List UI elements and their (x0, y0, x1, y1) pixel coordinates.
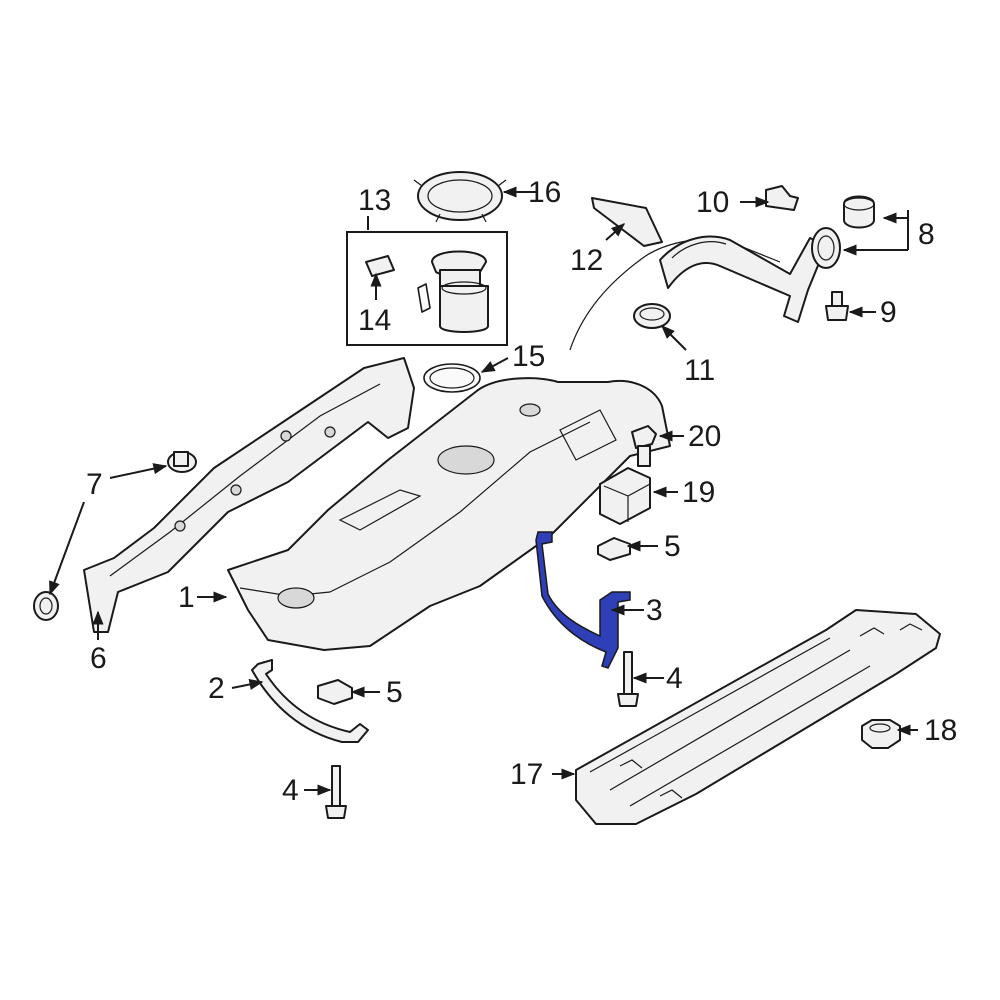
leader-lines (49, 186, 918, 796)
strap-bolt-right-part[interactable] (617, 651, 639, 707)
fuel-pump-module-part[interactable] (417, 250, 489, 333)
clip-nut-lower-part[interactable] (317, 679, 353, 705)
callout-4-right: 4 (666, 662, 683, 695)
filler-housing-part[interactable] (843, 195, 875, 229)
fuel-level-sensor-part[interactable] (365, 255, 395, 277)
callout-10: 10 (696, 186, 729, 219)
push-pin-lower-part[interactable] (33, 591, 59, 621)
callout-15: 15 (512, 340, 545, 373)
filler-pipe-part[interactable] (659, 235, 827, 323)
callout-19: 19 (682, 476, 715, 509)
control-module-part[interactable] (599, 467, 651, 525)
filler-heat-shield-part[interactable] (591, 197, 663, 247)
side-shield-part[interactable] (83, 357, 415, 633)
callout-8: 8 (918, 218, 935, 251)
module-bolt-part[interactable] (631, 425, 657, 467)
callout-14: 14 (358, 304, 391, 337)
callout-17: 17 (510, 758, 543, 791)
callout-5-lower: 5 (386, 676, 403, 709)
callout-16: 16 (528, 176, 561, 209)
callout-2: 2 (208, 672, 225, 705)
callout-13: 13 (358, 184, 391, 217)
fuel-tank-strap-left-part[interactable] (251, 659, 369, 743)
filler-neck-cap-part[interactable] (811, 227, 841, 269)
callout-18: 18 (924, 714, 957, 747)
clip-nut-upper-part[interactable] (597, 537, 631, 561)
callout-4-left: 4 (282, 774, 299, 807)
fuel-tank-strap-part[interactable] (535, 531, 631, 669)
skid-plate-part[interactable] (575, 609, 941, 825)
filler-bolt-part[interactable] (825, 291, 849, 321)
strap-bolt-left-part[interactable] (325, 765, 347, 819)
callout-20: 20 (688, 420, 721, 453)
lock-ring-part[interactable] (413, 171, 507, 223)
filler-grommet-part[interactable] (633, 303, 671, 329)
callout-9: 9 (880, 296, 897, 329)
callout-1: 1 (178, 581, 195, 614)
push-pin-upper-part[interactable] (167, 451, 197, 473)
callout-3: 3 (646, 594, 663, 627)
tank-seal-part[interactable] (423, 363, 481, 393)
callout-7: 7 (86, 468, 103, 501)
fuel-pump-module-box (346, 231, 508, 346)
callout-6: 6 (90, 642, 107, 675)
callout-12: 12 (570, 244, 603, 277)
skid-plate-nut-part[interactable] (861, 719, 901, 749)
callout-5-upper: 5 (664, 530, 681, 563)
filler-bracket-part[interactable] (765, 185, 799, 211)
fuel-tank-part[interactable] (227, 377, 671, 651)
fuel-tank-strap-shape (535, 531, 631, 669)
callout-11: 11 (684, 354, 715, 387)
